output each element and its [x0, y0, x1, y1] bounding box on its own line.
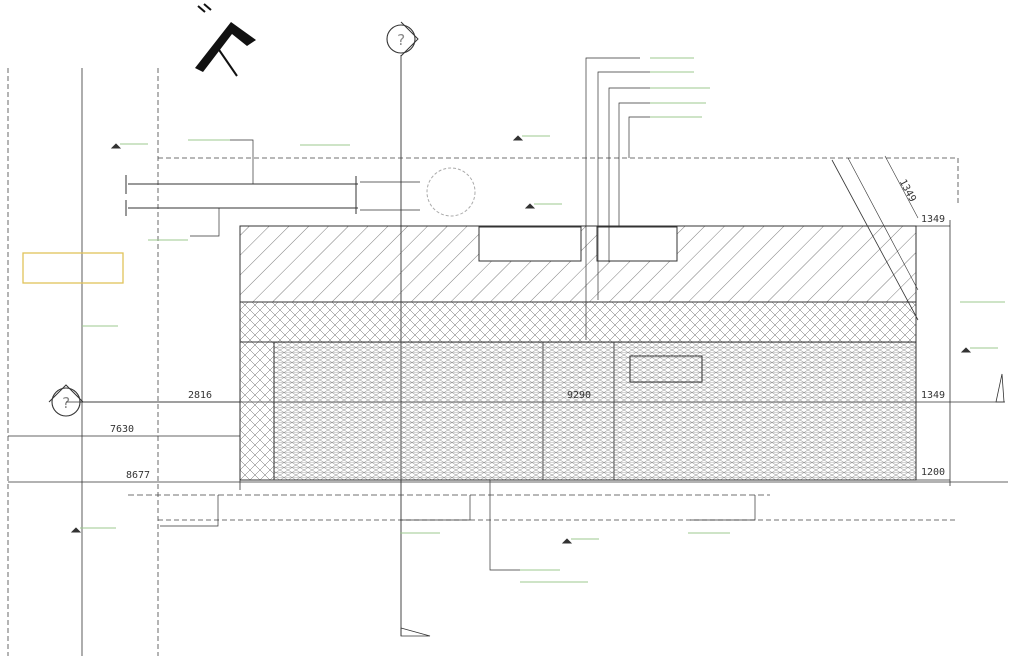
- grid-bubble-top[interactable]: ?: [386, 21, 419, 57]
- slab-mid-band: [239, 301, 917, 343]
- upper-rails: [125, 175, 420, 216]
- opening-left: [478, 226, 582, 262]
- opening-right: [596, 226, 678, 262]
- inner-mark: [629, 355, 703, 383]
- dimension-label: 9290: [567, 390, 591, 401]
- dimension-label: 2816: [188, 390, 212, 401]
- section-marker-icon: [400, 627, 431, 637]
- annotation-strokes: [80, 57, 1005, 583]
- dimension-label: 1349: [921, 390, 945, 401]
- slanted-edge: [831, 159, 919, 321]
- slanted-edge: [884, 155, 919, 219]
- upper-boundary-line: [158, 157, 959, 205]
- grid-bubble-left[interactable]: ?: [48, 384, 84, 417]
- tree-symbol-icon: [426, 167, 476, 217]
- slab-lower-block: [273, 341, 917, 481]
- dimension-label: 1349: [921, 214, 945, 225]
- grid-bubble-top-label: ?: [396, 31, 405, 49]
- slab-left-strip: [239, 341, 275, 481]
- north-arrow-icon: [195, 3, 256, 77]
- level-marker-icon: [70, 135, 972, 544]
- section-marker-icon: [995, 373, 1005, 403]
- grid-bubble-left-label: ?: [61, 394, 70, 412]
- slanted-edge: [847, 157, 919, 291]
- dimension-label: 1349: [897, 178, 918, 204]
- leader-lines-bottom: [160, 480, 756, 571]
- dimension-label: 1200: [921, 467, 945, 478]
- label-box: [22, 252, 124, 284]
- dimension-label: 8677: [126, 470, 150, 481]
- dimension-label: 7630: [110, 424, 134, 435]
- leader-lines-top: [190, 57, 650, 340]
- dimension-lines: [8, 220, 1008, 490]
